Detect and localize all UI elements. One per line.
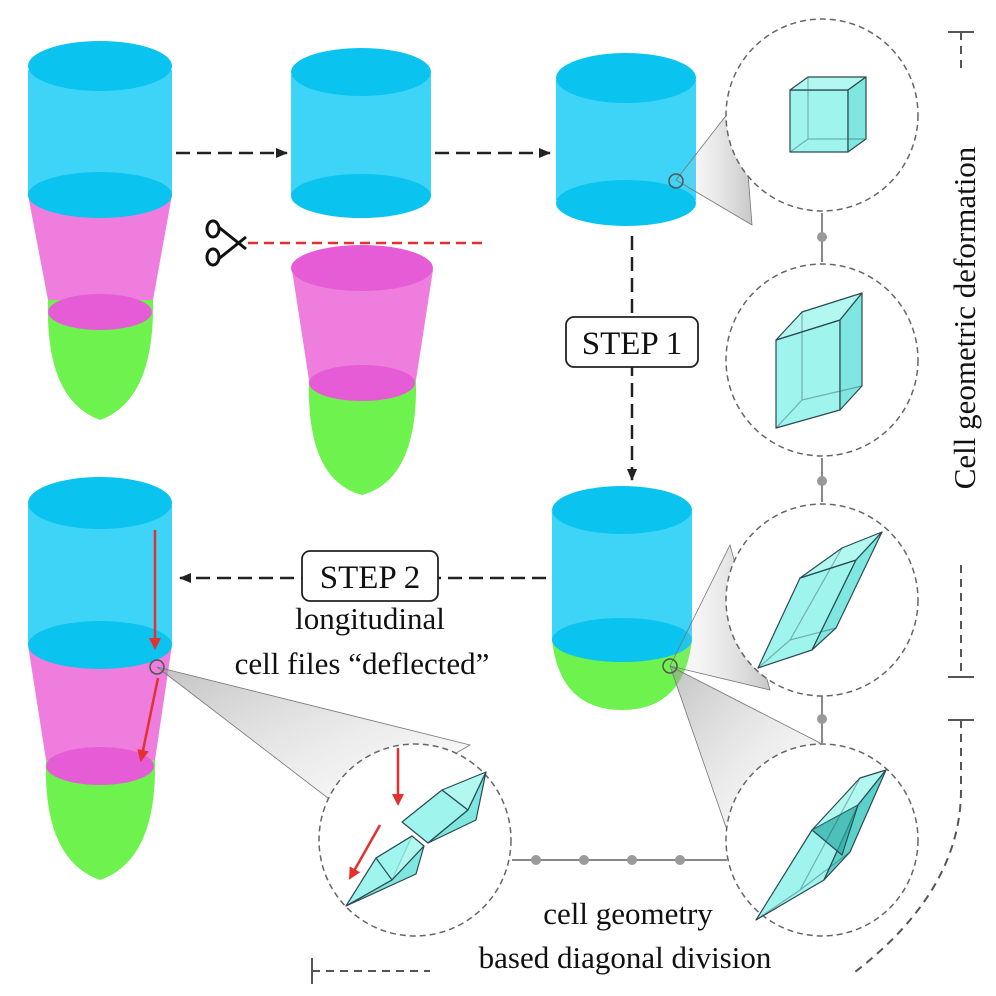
cell-rhomboid [757, 531, 883, 669]
cell-sheared [775, 292, 863, 429]
root-regenerating [552, 486, 692, 710]
flow-arrows [176, 148, 637, 583]
cell-circle-divided [318, 743, 512, 937]
cell-circle-cube [725, 18, 919, 212]
step1-label: STEP 1 [565, 316, 699, 368]
cell-circle-elongated [725, 743, 919, 937]
cell-circle-sheared [725, 263, 919, 457]
step2-text: STEP 2 [320, 560, 421, 596]
red-arrow-deflected [137, 677, 160, 762]
step2-description-line2: cell files “deflected” [235, 646, 490, 681]
cell-circle-rhomboid [725, 503, 919, 697]
side-title: Cell geometric deformation [947, 146, 982, 489]
circle-connectors [512, 213, 827, 865]
step2-description-line1: longitudinal [295, 601, 445, 636]
root-upper-right [556, 53, 696, 226]
step1-text: STEP 1 [582, 326, 683, 362]
step2-label: STEP 2 [301, 550, 439, 602]
division-bracket [311, 719, 974, 984]
red-arrow-cell-deflected [348, 824, 382, 880]
deformation-bracket [948, 31, 974, 678]
excised-root-tip [291, 245, 433, 495]
cell-elongated [755, 769, 887, 921]
cut-indicator [205, 219, 488, 267]
scissors-icon [205, 219, 247, 267]
bottom-label-line1: cell geometry [543, 896, 713, 931]
bottom-label-line2: based diagonal division [479, 940, 772, 975]
magnification-cones [149, 93, 821, 831]
cell-divided-lower [345, 835, 425, 907]
root-regenerated [28, 477, 172, 880]
root-upper-middle [291, 48, 431, 218]
cell-cube [789, 76, 867, 153]
cell-divided-upper [401, 771, 487, 844]
root-full-top-left [28, 41, 172, 420]
